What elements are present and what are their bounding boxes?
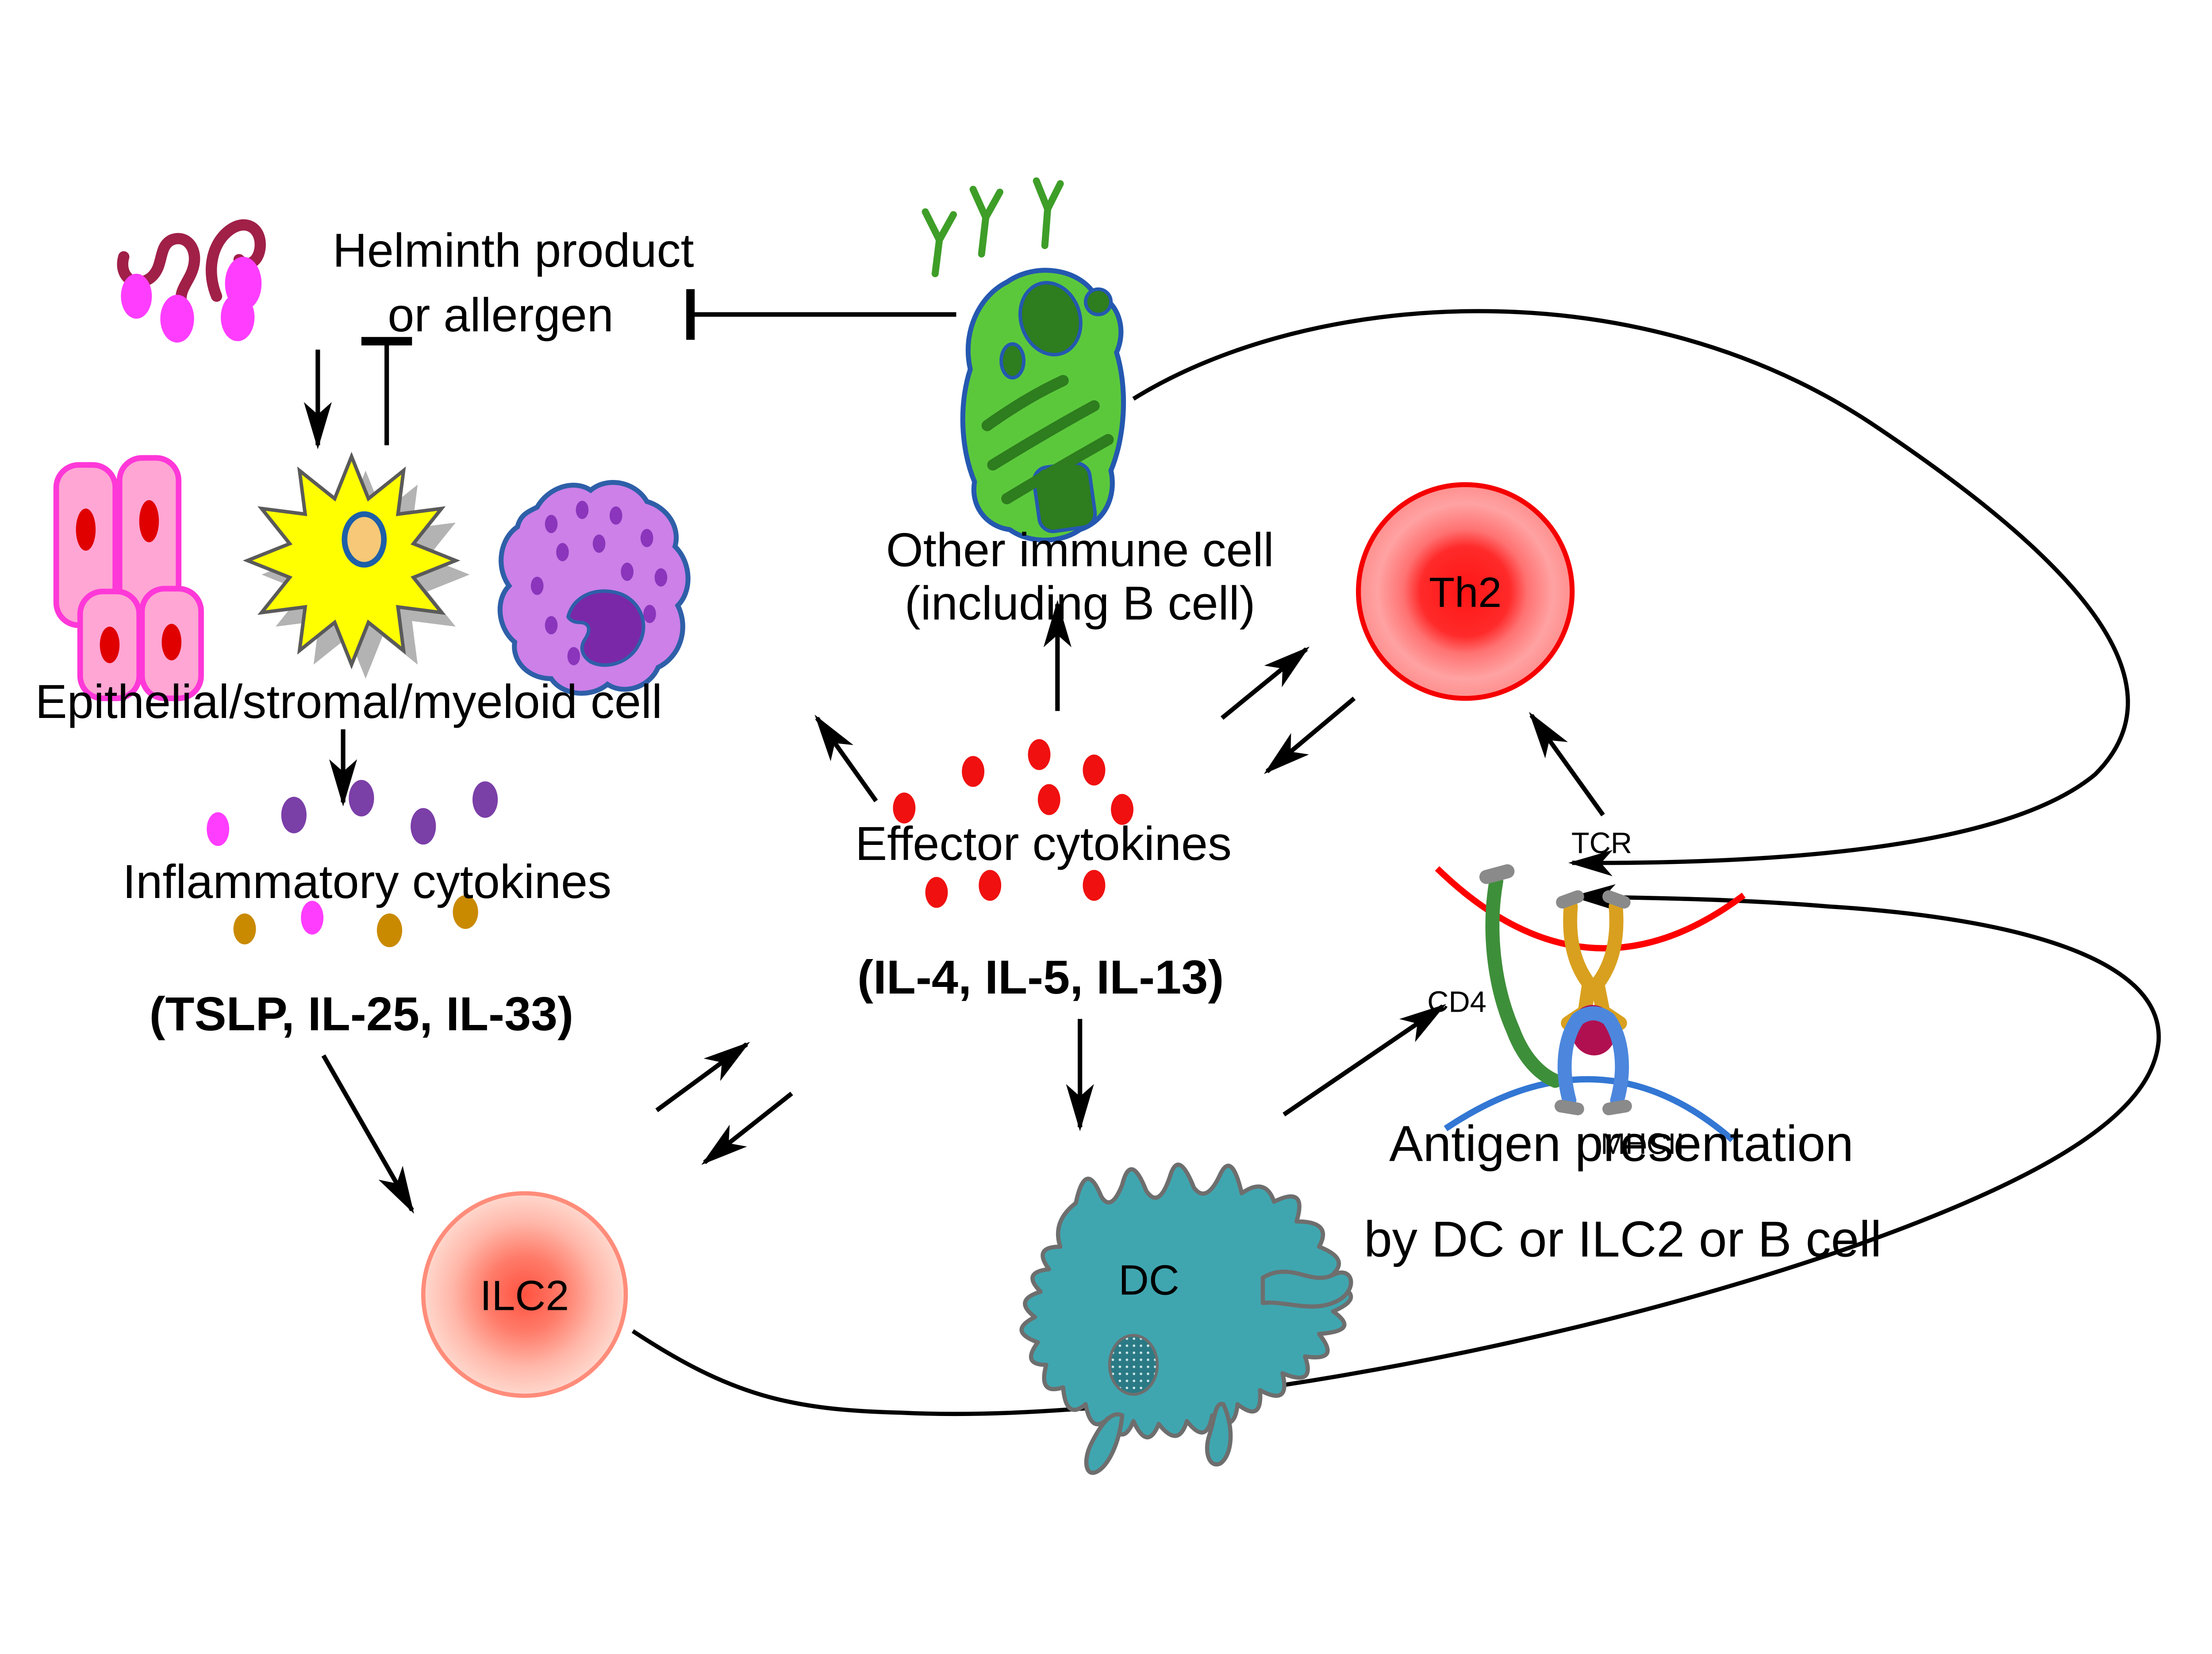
epithelial-nuclei <box>76 500 182 664</box>
arrow-dc-to-synapse <box>1283 1004 1446 1117</box>
loop-other-immune-to-antigen-presentation <box>1132 309 2130 876</box>
inflammatory-cytokine-dots-purple <box>281 780 498 845</box>
antigen-presentation-label-line1: Antigen presentation <box>1389 1115 1854 1172</box>
epithelial-label: Epithelial/stromal/myeloid cell <box>35 675 662 728</box>
ilc2-cell-icon: ILC2 <box>421 1191 628 1398</box>
inhibition-tbar-stromal-to-allergen <box>361 337 412 445</box>
effector-label-line2: (IL-4, IL-5, IL-13) <box>857 950 1224 1004</box>
cd4-label: CD4 <box>1427 986 1486 1018</box>
antigen-presentation-label-line2: by DC or ILC2 or B cell <box>1364 1211 1882 1268</box>
inhibition-tbar-other-immune-to-helminth <box>686 289 956 340</box>
inflammatory-label-line1: Inflammatory cytokines <box>123 855 611 908</box>
mhcii-label: MHCII <box>1601 1128 1684 1161</box>
helminth-label-line1: Helminth product <box>333 223 694 277</box>
stromal-nucleus <box>342 511 387 568</box>
helminth-label-line2: or allergen <box>388 288 614 342</box>
myeloid-cell-icon <box>497 480 691 696</box>
apc-membrane-arc <box>1444 1076 1735 1143</box>
cd4-molecule-icon <box>1479 864 1563 1088</box>
tcr-molecule-icon <box>1561 899 1627 1030</box>
loop-ilc2-to-antigen-presentation <box>631 884 2161 1416</box>
helminth-egg-icon <box>121 257 262 343</box>
effector-label-line1: Effector cytokines <box>855 817 1232 870</box>
other-immune-label-line1: Other immune cell <box>886 523 1274 576</box>
inflammatory-cytokine-dots-magenta <box>207 812 324 935</box>
arrow-ilc2-to-effector <box>655 1042 750 1113</box>
inflammatory-cytokine-dots-gold <box>233 895 478 948</box>
other-immune-label-line2: (including B cell) <box>905 576 1256 630</box>
arrow-effector-to-epithelial <box>814 714 878 802</box>
dc-nucleus <box>1108 1334 1159 1396</box>
ilc2-label: ILC2 <box>480 1272 569 1319</box>
epithelial-cells-icon <box>53 455 204 702</box>
dendritic-cell-icon: DC <box>1019 1163 1353 1475</box>
arrow-synapse-to-th2 <box>1529 712 1605 817</box>
th2-cell-icon: Th2 <box>1356 482 1575 701</box>
inflammatory-label-line2: (TSLP, IL-25, IL-33) <box>150 987 574 1040</box>
mhcii-molecule-icon <box>1557 1006 1629 1108</box>
immunological-synapse: TCR CD4 MHCII <box>1427 827 1746 1161</box>
arrow-effector-to-th2 <box>1221 646 1310 720</box>
th2-label: Th2 <box>1429 569 1502 616</box>
effector-cytokine-dots <box>893 739 1133 908</box>
tcr-label: TCR <box>1571 827 1632 860</box>
other-immune-cell-icon <box>922 177 1126 543</box>
myeloid-nucleus <box>566 589 645 667</box>
th2-membrane-arc <box>1435 866 1746 952</box>
stromal-cell-icon <box>242 452 470 679</box>
arrow-effector-to-ilc2 <box>701 1091 793 1165</box>
arrow-inflammatory-to-ilc2 <box>321 1054 414 1214</box>
arrow-th2-to-effector <box>1263 696 1356 774</box>
dc-label: DC <box>1118 1257 1179 1304</box>
antibody-receptor-icon <box>922 177 1064 277</box>
